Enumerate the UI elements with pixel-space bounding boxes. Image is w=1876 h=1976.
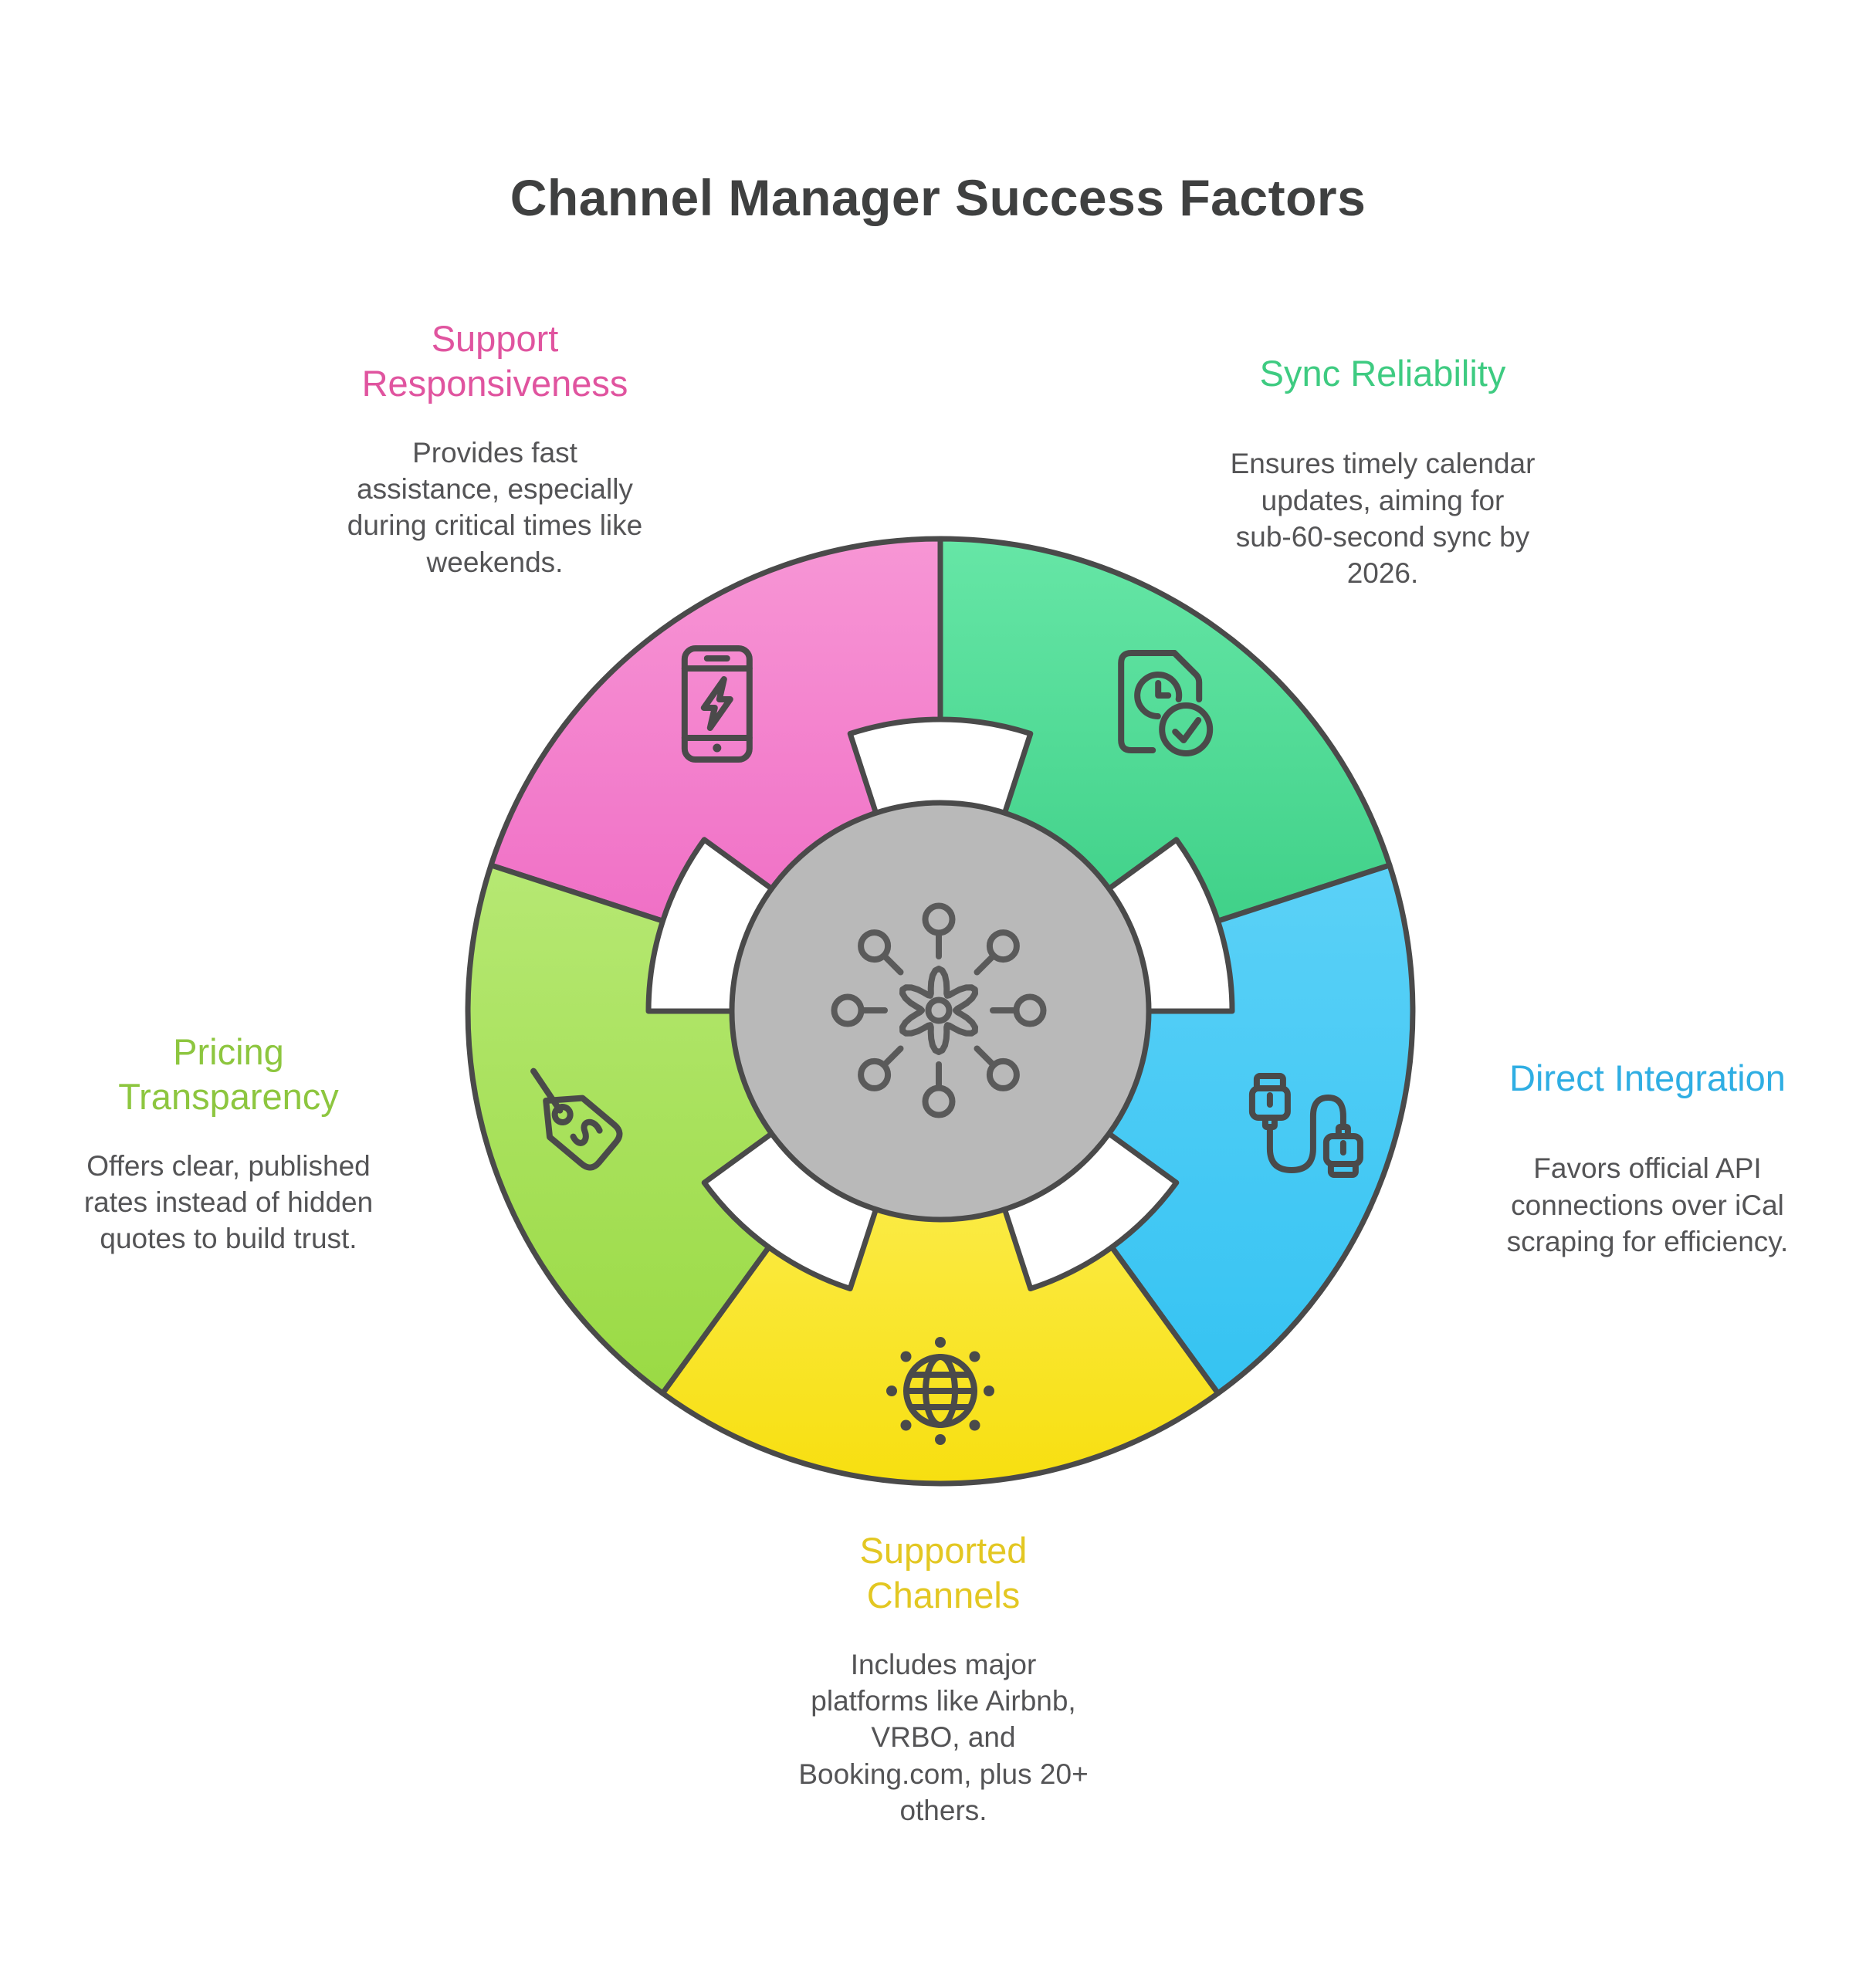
label-block-supported-channels: Supported Channels Includes major platfo…: [720, 1514, 1167, 1842]
label-block-direct-integration: Direct Integration Favors official API c…: [1431, 1042, 1864, 1274]
usb-cable-icon: [1248, 1073, 1363, 1178]
label-block-sync-reliability: Sync Reliability Ensures timely calendar…: [1167, 337, 1599, 606]
hub-circle: [729, 800, 1152, 1223]
segment-label-sync-reliability: Sync Reliability: [1259, 353, 1506, 394]
hub-network-icon: [831, 902, 1047, 1118]
document-clock-check-icon: [1118, 650, 1214, 756]
label-block-support-responsiveness: Support Responsiveness Provides fast ass…: [279, 303, 711, 594]
segment-label-pricing-transparency: Pricing Transparency: [118, 1031, 339, 1118]
segment-description-supported-channels: Includes major platforms like Airbnb, VR…: [798, 1648, 1089, 1826]
segment-description-sync-reliability: Ensures timely calendar updates, aiming …: [1230, 448, 1536, 590]
segment-label-supported-channels: Supported Channels: [859, 1530, 1028, 1616]
globe-network-icon: [886, 1337, 994, 1445]
segment-label-support-responsiveness: Support Responsiveness: [361, 318, 628, 404]
segment-description-direct-integration: Favors official API connections over iCa…: [1506, 1152, 1789, 1257]
segment-label-direct-integration: Direct Integration: [1509, 1057, 1786, 1098]
page-title: Channel Manager Success Factors: [510, 169, 1366, 226]
label-block-pricing-transparency: Pricing Transparency Offers clear, publi…: [28, 1016, 429, 1271]
segment-description-pricing-transparency: Offers clear, published rates instead of…: [83, 1149, 374, 1255]
segment-description-support-responsiveness: Provides fast assistance, especially dur…: [347, 436, 643, 578]
price-tag-icon: [530, 1068, 623, 1171]
smartphone-bolt-icon: [681, 645, 753, 763]
